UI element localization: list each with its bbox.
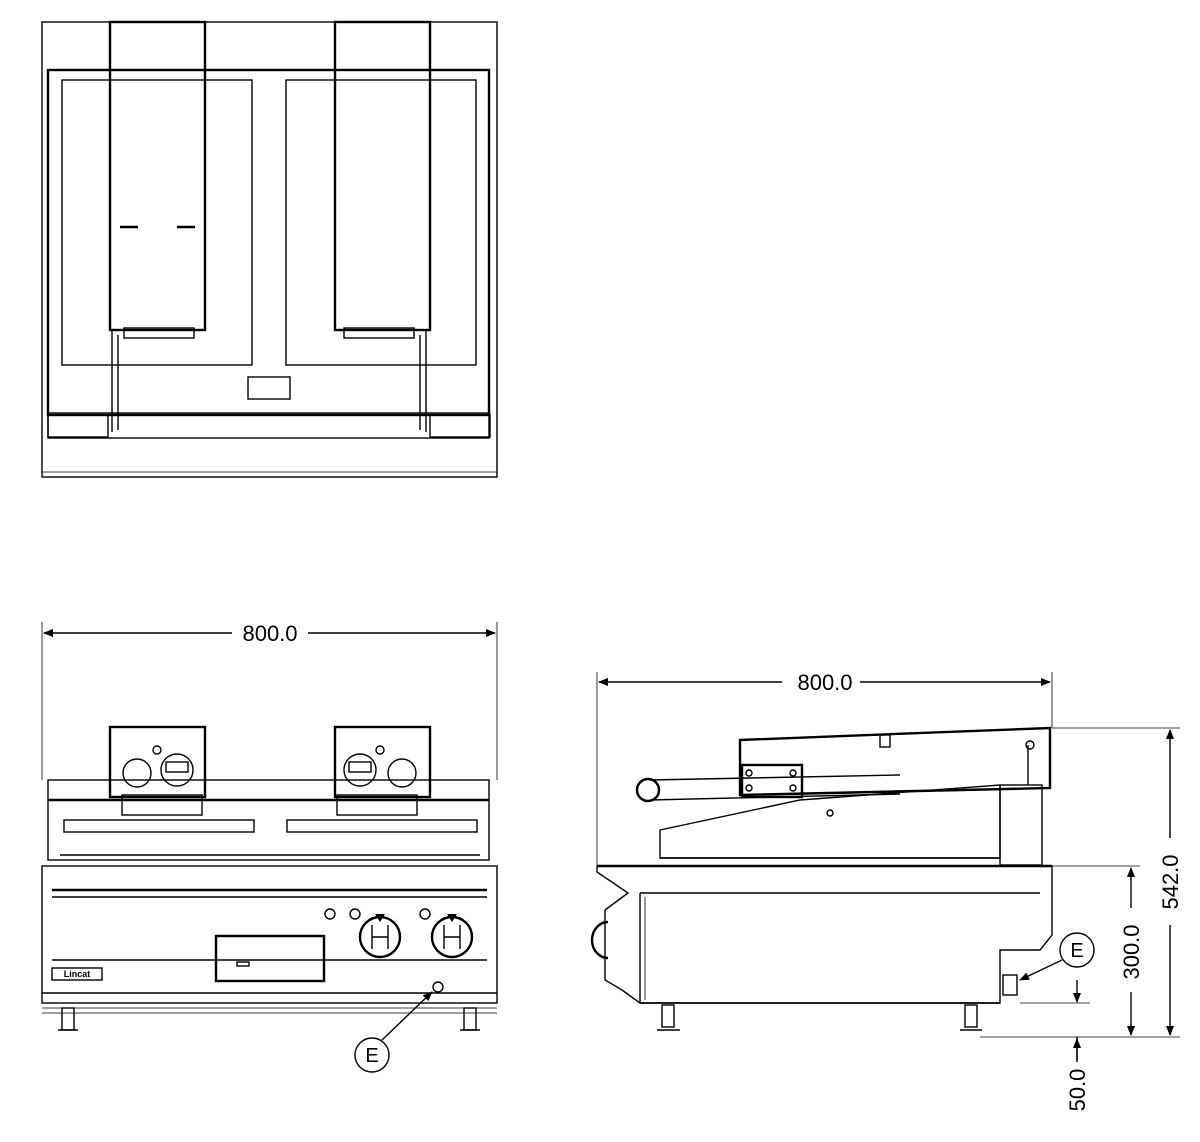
front-callout-e: E	[365, 1045, 378, 1067]
brand-label: Lincat	[64, 969, 91, 979]
front-view: 800.0	[41, 621, 498, 1073]
front-width-dimension: 800.0	[242, 621, 297, 646]
side-view: 800.0 E	[590, 670, 1183, 1112]
side-depth-dimension: 800.0	[797, 670, 852, 695]
base-height-dimension: 300.0	[1119, 924, 1144, 979]
total-height-dimension: 542.0	[1158, 854, 1183, 909]
side-callout-e: E	[1070, 940, 1083, 962]
top-view	[41, 20, 498, 478]
leg-height-dimension: 50.0	[1065, 1069, 1090, 1112]
